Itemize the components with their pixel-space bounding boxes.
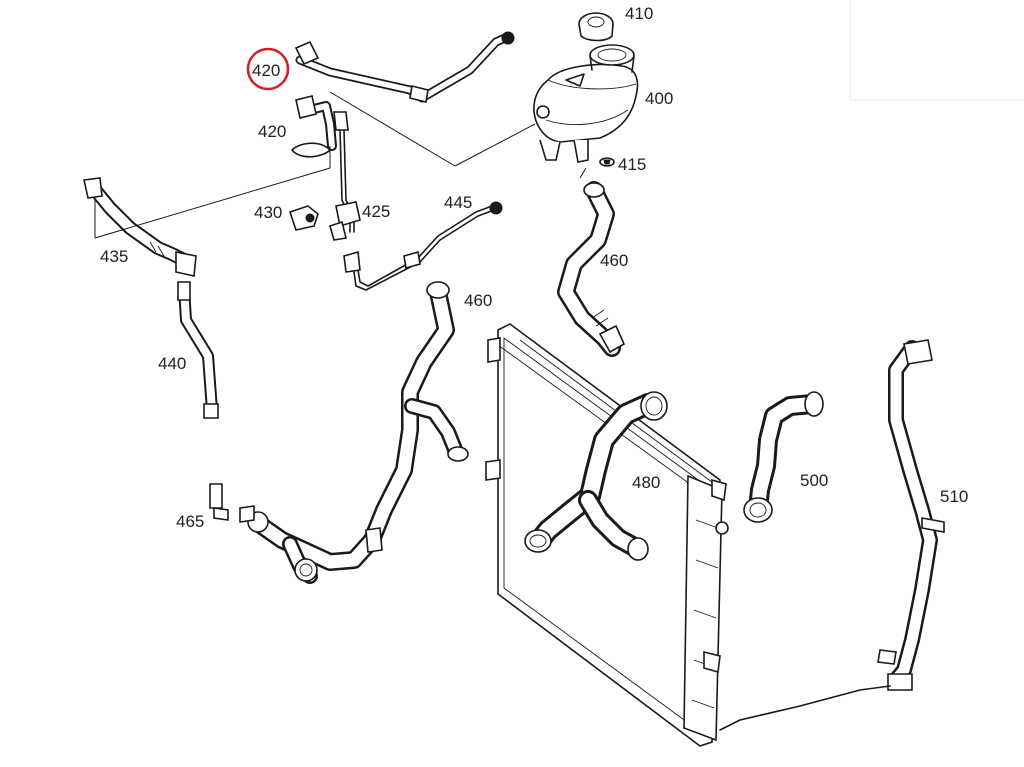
highlight-circle <box>246 47 290 91</box>
coolant-hose-460-upper <box>557 181 626 357</box>
callout-440: 440 <box>158 354 186 373</box>
vent-hose-420 <box>291 95 349 158</box>
callout-480: 480 <box>632 473 660 492</box>
callout-415: 415 <box>618 155 646 174</box>
coolant-hose-510 <box>719 339 945 731</box>
expansion-tank <box>533 44 639 163</box>
radiator-hose-480 <box>524 391 668 561</box>
heater-hose-435 <box>83 177 197 277</box>
callout-435: 435 <box>100 247 128 266</box>
callout-430: 430 <box>254 203 282 222</box>
vent-line-420 <box>294 31 515 103</box>
callout-460-long: 460 <box>464 291 492 310</box>
callout-445: 445 <box>444 193 472 212</box>
coolant-line-445 <box>343 201 503 291</box>
heater-hose-440 <box>177 281 219 419</box>
coolant-hose-460-long <box>247 281 469 584</box>
callout-460-upper: 460 <box>600 251 628 270</box>
radiator-hose-500 <box>743 391 824 523</box>
tank-cap <box>578 12 614 42</box>
callout-420: 420 <box>258 122 286 141</box>
callout-400: 400 <box>645 89 673 108</box>
temperature-sensor <box>288 205 319 231</box>
callout-425: 425 <box>362 202 390 221</box>
callout-500: 500 <box>800 471 828 490</box>
bleed-screw-465 <box>209 483 255 523</box>
callout-510: 510 <box>940 487 968 506</box>
callout-465: 465 <box>176 512 204 531</box>
leader-lines <box>94 91 587 239</box>
bleed-valve <box>599 157 615 167</box>
callout-420-highlighted: 420 <box>252 61 280 80</box>
callout-labels: 410 420 400 420 415 430 425 445 435 460 … <box>100 4 968 531</box>
callout-410: 410 <box>625 4 653 23</box>
bleed-line-425 <box>329 129 361 241</box>
